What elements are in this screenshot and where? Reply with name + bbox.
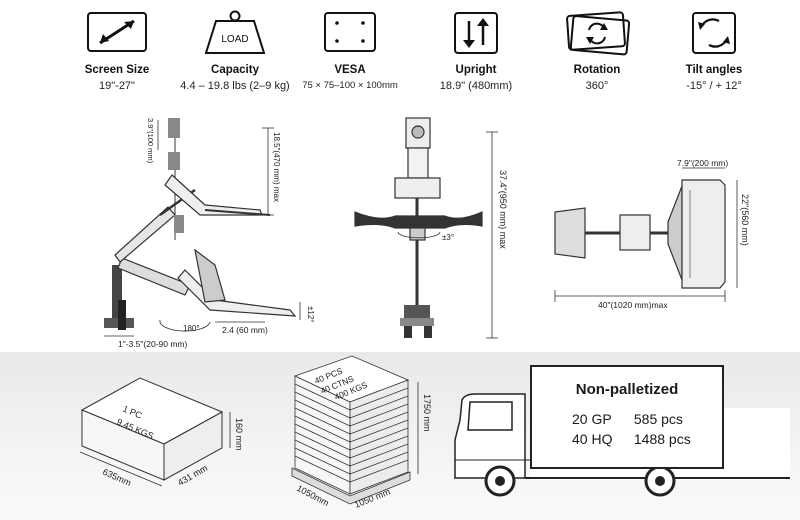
top-keyboard-depth: 7.9"(200 mm) — [677, 158, 728, 168]
container-type: 40 HQ — [572, 431, 613, 447]
side-keyboard-tilt: ±12° — [306, 306, 315, 323]
spec-value: 18.9" (480mm) — [439, 80, 513, 92]
side-vesa-spacing: 3.9"(100 mm) — [146, 118, 155, 164]
tilt-icon — [679, 10, 749, 56]
front-total-height: 37.4"(950 mm) max — [498, 170, 508, 249]
spec-title: Upright — [455, 64, 497, 76]
container-qty: 1488 pcs — [633, 431, 691, 447]
top-keyboard-width: 22"(560 mm) — [740, 194, 750, 246]
load-label: LOAD — [221, 34, 248, 45]
shipping-row: 20 GP 585 pcs — [572, 411, 683, 427]
screen-size-icon — [82, 10, 152, 56]
height-arrows-icon — [441, 10, 511, 56]
spec-title: Screen Size — [84, 64, 150, 76]
container-qty: 585 pcs — [633, 411, 683, 427]
dimension-drawings: 3.9"(100 mm) 18.5"(470 mm) max ±12° 180°… — [104, 117, 750, 349]
side-view-drawing — [104, 118, 301, 337]
spec-title: Rotation — [573, 64, 621, 76]
side-depth: 2.4 (60 mm) — [222, 325, 268, 335]
container-type: 20 GP — [572, 411, 612, 427]
spec-title: VESA — [334, 64, 366, 76]
top-view-drawing — [554, 167, 738, 302]
spec-rotation: Rotation 360° — [537, 10, 657, 92]
single-carton-drawing — [79, 377, 231, 487]
shipping-row: 40 HQ 1488 pcs — [572, 431, 691, 447]
spec-vesa: VESA 75 × 75–100 × 100mm — [290, 10, 410, 91]
spec-value: 360° — [585, 80, 609, 92]
rotation-icon — [562, 10, 632, 56]
front-view-drawing — [354, 117, 498, 339]
spec-value: 75 × 75–100 × 100mm — [302, 80, 398, 91]
spec-screen-size: Screen Size 19"-27" — [57, 10, 177, 92]
spec-capacity: LOAD Capacity 4.4 – 19.8 lbs (2–9 kg) — [175, 10, 295, 92]
front-swivel: ±3° — [442, 233, 454, 242]
top-reach: 40"(1020 mm)max — [598, 300, 668, 310]
side-clamp: 1"-3.5"(20-90 mm) — [118, 339, 188, 349]
spec-upright: Upright 18.9" (480mm) — [416, 10, 536, 92]
vesa-icon — [315, 10, 385, 56]
pallet-height: 1750 mm — [422, 394, 432, 432]
carton-height: 160 mm — [234, 418, 244, 451]
spec-title: Capacity — [211, 64, 259, 76]
spec-value: -15° / + 12° — [686, 80, 742, 92]
spec-title: Tilt angles — [685, 64, 743, 76]
spec-value: 19"-27" — [99, 80, 135, 92]
carton-length: 635mm — [101, 467, 132, 488]
load-weight-icon: LOAD — [200, 10, 270, 56]
shipping-title: Non-palletized — [575, 381, 679, 398]
shipping-capacity-panel: Non-palletized 20 GP 585 pcs 40 HQ 1488 … — [530, 365, 724, 469]
spec-tilt: Tilt angles -15° / + 12° — [654, 10, 774, 92]
side-swivel: 180° — [183, 324, 200, 333]
side-height-range: 18.5"(470 mm) max — [272, 132, 281, 202]
spec-value: 4.4 – 19.8 lbs (2–9 kg) — [180, 80, 290, 92]
pallet-stack-drawing — [291, 355, 419, 505]
